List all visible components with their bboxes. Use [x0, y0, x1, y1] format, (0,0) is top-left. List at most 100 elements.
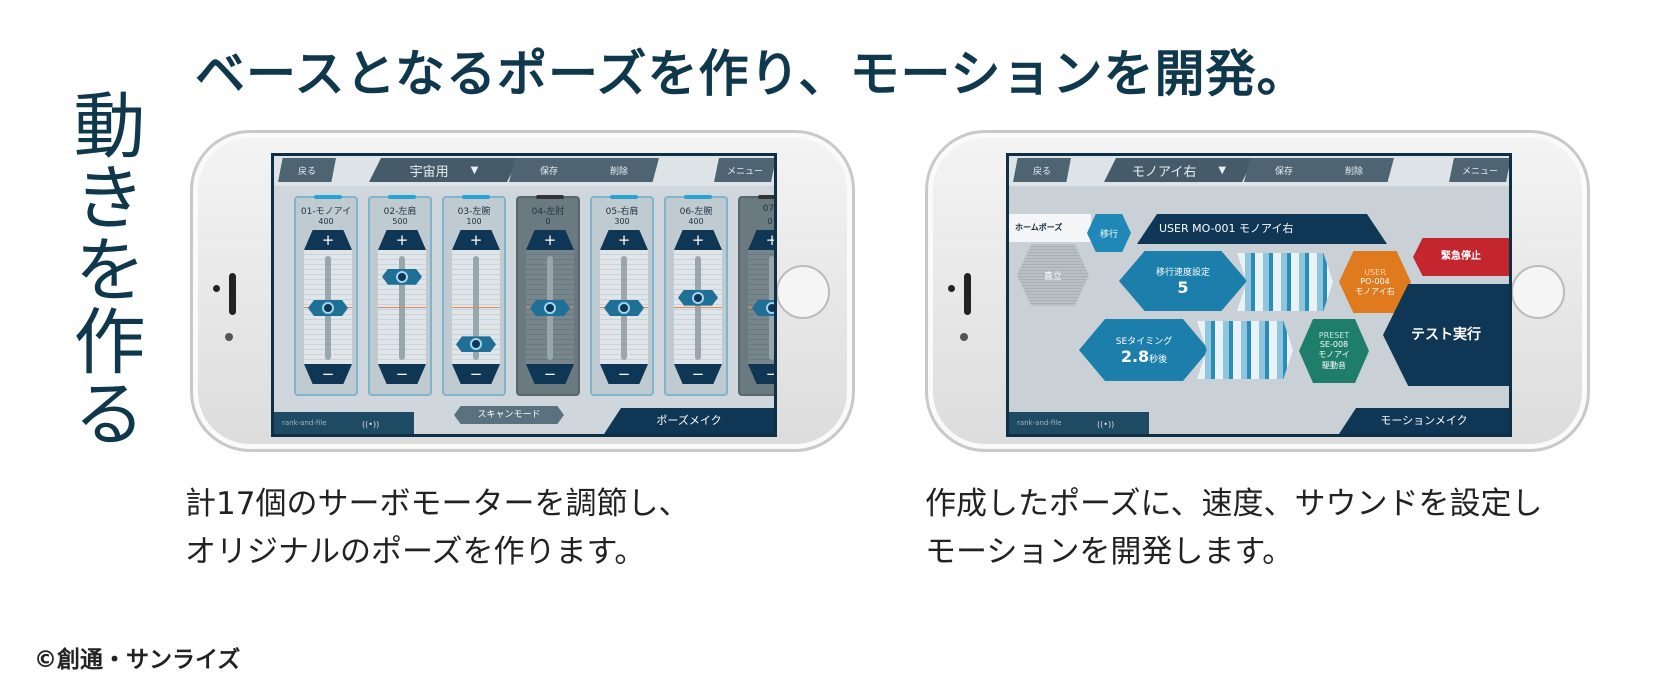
user-pose-id: PO-004 [1360, 276, 1390, 286]
slider-thumb[interactable] [382, 268, 422, 285]
vertical-heading: 動きを作る [61, 88, 145, 448]
top-bar: 戻る モノアイ右 ▼ 保存 削除 メニュー [1009, 156, 1509, 186]
caption-line: オリジナルのポーズを作ります。 [185, 534, 646, 570]
servo-name: 02-左肩 [383, 207, 417, 217]
servo-slider[interactable]: 05-右肩 300 + − [590, 195, 654, 396]
decrement-button[interactable]: − [378, 364, 426, 384]
save-button[interactable]: 保存 [1244, 158, 1324, 182]
slider-thumb[interactable] [456, 336, 496, 353]
caption-line: モーションを開発します。 [925, 534, 1294, 570]
slider-thumb[interactable] [530, 300, 570, 316]
slider-thumb[interactable] [752, 300, 774, 316]
preset-tag: PRESET [1318, 331, 1350, 340]
center-line [378, 307, 426, 308]
motion-dropdown[interactable]: モノアイ右 ▼ [1104, 158, 1254, 182]
servo-name: 05-右肩 [605, 207, 639, 217]
decrement-button[interactable]: − [600, 364, 648, 384]
slider-thumb[interactable] [604, 300, 644, 316]
decrement-button[interactable]: − [526, 364, 574, 384]
servo-name: 07- [762, 204, 777, 214]
increment-button[interactable]: + [600, 230, 648, 250]
slider-thumb[interactable] [308, 300, 348, 316]
speed-setting[interactable]: 移行速度設定 5 [1119, 251, 1247, 311]
phone-motion-make: 戻る モノアイ右▼ 保存 削除 メニュー ホームポーズ 移行 直立 USER M… [925, 130, 1590, 452]
servo-name: 04-左肘 [531, 207, 565, 217]
slider-thumb[interactable] [678, 289, 718, 306]
thumb-center-icon [544, 302, 556, 314]
increment-button[interactable]: + [748, 230, 774, 250]
increment-button[interactable]: + [526, 230, 574, 250]
slider-indicator [684, 195, 712, 199]
increment-button[interactable]: + [304, 230, 352, 250]
increment-button[interactable]: + [378, 230, 426, 250]
preset-dropdown[interactable]: 宇宙用 ▼ [369, 158, 519, 182]
slider-indicator [536, 195, 564, 199]
servo-name: 01-モノアイ [300, 207, 352, 217]
decrement-button[interactable]: − [452, 364, 500, 384]
increment-button[interactable]: + [452, 230, 500, 250]
home-button[interactable] [1511, 265, 1565, 319]
servo-value: 400 [688, 217, 704, 226]
se-id: SE-008 [1319, 340, 1349, 349]
back-button[interactable]: 戻る [1013, 158, 1071, 182]
user-pose-name: モノアイ右 [1355, 286, 1395, 296]
signal-battery-icon: ((•)) [1097, 420, 1115, 429]
slider-indicator [388, 195, 416, 199]
servo-name: 03-左腕 [457, 207, 491, 217]
left-caption: 計17個のサーボモーターを調節し、 オリジナルのポーズを作ります。 [185, 480, 689, 576]
se-name-2: 駆動音 [1322, 361, 1346, 370]
delete-button[interactable]: 削除 [1314, 158, 1394, 182]
servo-slider[interactable]: 02-左肩 500 + − [368, 195, 432, 396]
home-button[interactable] [776, 265, 830, 319]
se-timing-value: 2.8 [1120, 347, 1150, 366]
signal-battery-icon: ((•)) [362, 420, 380, 429]
menu-button[interactable]: メニュー [1449, 158, 1509, 182]
home-pose-label: ホームポーズ [1009, 214, 1091, 242]
preset-label: 宇宙用 [409, 164, 449, 180]
chevron-down-icon: ▼ [1218, 164, 1227, 176]
decrement-button[interactable]: − [674, 364, 722, 384]
scan-mode-button[interactable]: スキャンモード [454, 406, 564, 424]
increment-button[interactable]: + [674, 230, 722, 250]
servo-slider[interactable]: 03-左腕 100 + − [442, 195, 506, 396]
brand-label: rank-and-file [1009, 412, 1149, 434]
menu-button[interactable]: メニュー [714, 158, 774, 182]
chevron-arrows [1197, 321, 1293, 379]
chevron-arrows [1237, 253, 1333, 311]
delete-button[interactable]: 削除 [579, 158, 659, 182]
slider-rail [399, 256, 405, 360]
speed-value: 5 [1177, 278, 1189, 297]
servo-name: 06-左腕 [679, 207, 713, 217]
decrement-button[interactable]: − [304, 364, 352, 384]
mode-label: ポーズメイク [604, 408, 774, 434]
camera-icon [960, 333, 968, 341]
se-timing-unit: 秒後 [1149, 355, 1168, 365]
servo-slider[interactable]: 06-左腕 400 + − [664, 195, 728, 396]
caption-line: 計17個のサーボモーターを調節し、 [185, 486, 690, 522]
sensor-dot [948, 285, 955, 292]
preset-se-badge[interactable]: PRESET SE-008 モノアイ 駆動音 [1299, 319, 1369, 383]
emergency-stop-button[interactable]: 緊急停止 [1413, 238, 1509, 276]
back-button[interactable]: 戻る [278, 158, 336, 182]
thumb-center-icon [692, 291, 704, 304]
preset-label: モノアイ右 [1131, 164, 1197, 180]
servo-slider[interactable]: 07- 0 + − [738, 195, 777, 396]
phone-pose-make: 戻る 宇宙用 ▼ 保存 削除 メニュー 01-モノアイ 400 + − 02-左肩… [190, 130, 855, 452]
chevron-down-icon: ▼ [470, 164, 479, 176]
se-timing-label: SEタイミング [1115, 337, 1173, 347]
thumb-center-icon [618, 302, 630, 314]
thumb-center-icon [322, 302, 334, 314]
camera-icon [225, 333, 233, 341]
thumb-center-icon [470, 338, 482, 351]
save-button[interactable]: 保存 [509, 158, 589, 182]
slider-indicator [758, 195, 774, 199]
test-run-button[interactable]: テスト実行 [1383, 284, 1509, 386]
decrement-button[interactable]: − [748, 364, 774, 384]
standing-pose-button[interactable]: 直立 [1017, 244, 1089, 306]
user-tag: USER [1364, 267, 1386, 277]
servo-slider[interactable]: 04-左肘 0 + − [516, 195, 580, 396]
se-timing-setting[interactable]: SEタイミング 2.8秒後 [1079, 319, 1209, 381]
servo-slider[interactable]: 01-モノアイ 400 + − [294, 195, 358, 396]
servo-value: 0 [767, 217, 773, 226]
transition-button[interactable]: 移行 [1087, 214, 1131, 252]
